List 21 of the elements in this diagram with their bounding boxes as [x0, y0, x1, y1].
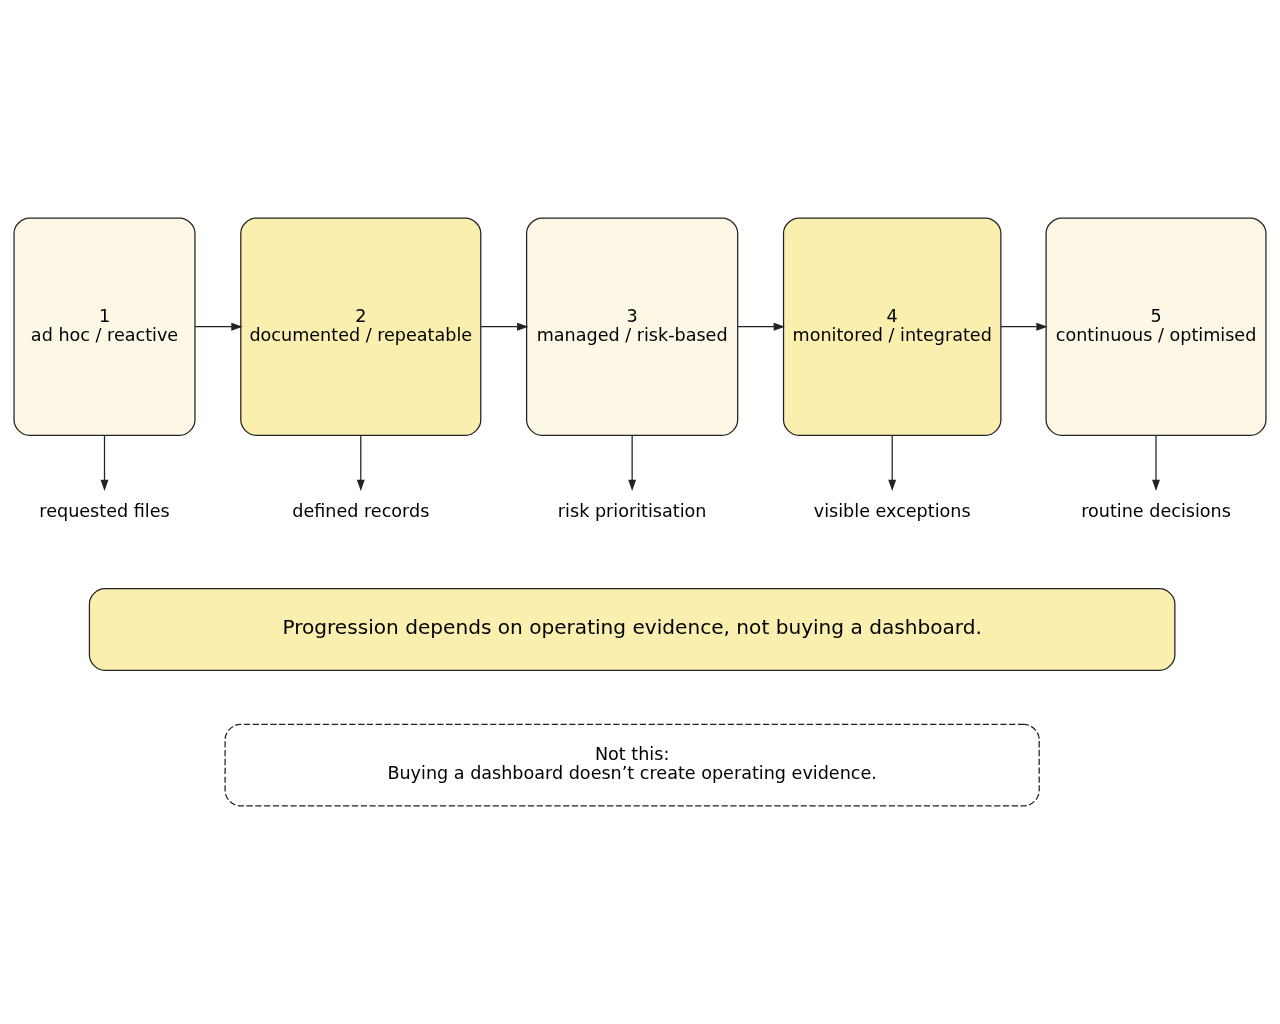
- node-text: requested files: [39, 500, 170, 521]
- node-text: risk prioritisation: [557, 500, 707, 521]
- arrow: [480, 322, 529, 331]
- arrow: [1152, 435, 1160, 491]
- node-box: Progression depends on operating evidence, not buying a dashboard.: [88, 588, 1176, 671]
- node-text: defined records: [292, 500, 430, 521]
- node-box: 3 managed / risk-based: [526, 217, 739, 436]
- arrow: [1000, 322, 1048, 331]
- node-box: 4 monitored / integrated: [782, 217, 1002, 436]
- node-text: routine decisions: [1081, 500, 1231, 521]
- node-box: 5 continuous / optimised: [1045, 217, 1267, 436]
- arrow: [194, 322, 243, 331]
- arrow: [356, 435, 365, 491]
- node-text: visible exceptions: [813, 500, 971, 521]
- node-box: 2 documented / repeatable: [240, 217, 482, 436]
- node-box: 1 ad hoc / reactive: [13, 217, 196, 436]
- arrow: [737, 322, 785, 331]
- arrow: [100, 435, 109, 491]
- node-box: Not this: Buying a dashboard doesn’t create operating evidence.: [224, 723, 1040, 807]
- arrow: [628, 435, 637, 491]
- arrow: [888, 435, 897, 491]
